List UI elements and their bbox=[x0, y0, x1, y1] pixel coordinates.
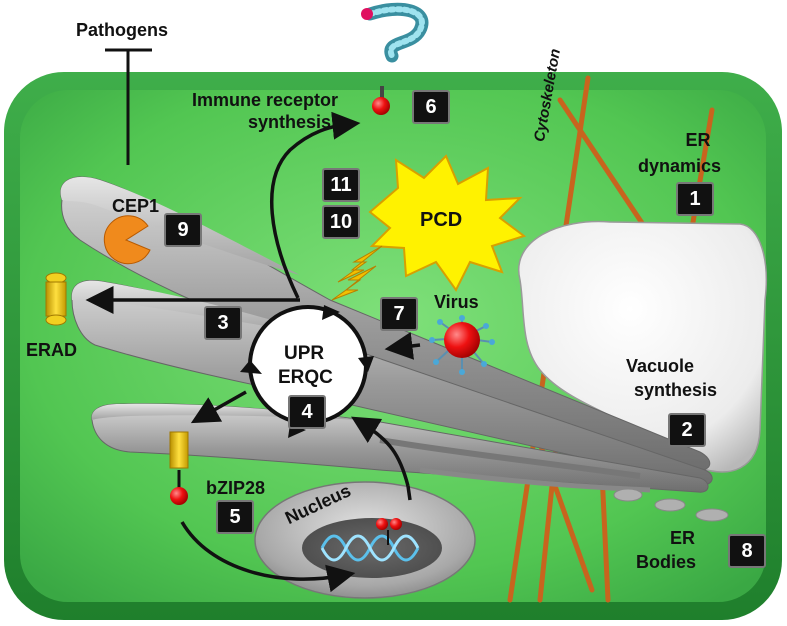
label-upr: UPR bbox=[284, 343, 325, 364]
immune-receptor-icon bbox=[372, 86, 390, 115]
label-vacuole-synthesis: synthesis bbox=[634, 380, 718, 400]
badge-5: 5 bbox=[216, 500, 254, 534]
label-immune-synthesis: synthesis bbox=[248, 112, 332, 132]
badge-3: 3 bbox=[204, 306, 242, 340]
flow-arrows bbox=[85, 111, 421, 593]
label-pcd: PCD bbox=[420, 209, 463, 231]
label-erqc: ERQC bbox=[278, 367, 333, 388]
erad-channel-icon bbox=[45, 272, 67, 326]
label-pathogens: Pathogens bbox=[76, 20, 169, 40]
badge-9: 9 bbox=[164, 213, 202, 247]
nuclear-bzip28-icon bbox=[376, 518, 402, 545]
bzip28-channel-icon bbox=[169, 431, 189, 469]
label-er-bodies-1: ER bbox=[670, 528, 696, 548]
worm-pathogen-icon bbox=[363, 2, 429, 63]
label-virus: Virus bbox=[434, 292, 479, 312]
badge-11: 11 bbox=[322, 168, 360, 202]
pathogen-inhibition-line bbox=[105, 48, 152, 165]
label-cep1: CEP1 bbox=[112, 196, 160, 216]
label-immune-receptor: Immune receptor bbox=[192, 90, 339, 110]
label-vacuole: Vacuole bbox=[626, 356, 695, 376]
label-er-dynamics-1: ER bbox=[685, 130, 711, 150]
label-er-dynamics-2: dynamics bbox=[638, 156, 722, 176]
badge-6: 6 bbox=[412, 90, 450, 124]
dna-helix-icon bbox=[320, 534, 420, 562]
label-erad: ERAD bbox=[26, 340, 78, 360]
badge-7: 7 bbox=[380, 297, 418, 331]
badge-1: 1 bbox=[676, 182, 714, 216]
bzip28-receptor-icon bbox=[170, 470, 188, 505]
pathogen-head-icon bbox=[361, 8, 373, 20]
badge-4: 4 bbox=[288, 395, 326, 429]
cep1-protease-icon bbox=[103, 215, 151, 265]
label-bzip28: bZIP28 bbox=[206, 478, 266, 498]
badge-10: 10 bbox=[322, 205, 360, 239]
lightning-bolt-icon bbox=[331, 245, 383, 301]
badge-2: 2 bbox=[668, 413, 706, 447]
pcd-starburst bbox=[368, 154, 527, 292]
virus-particle-icon bbox=[429, 315, 495, 375]
label-er-bodies-2: Bodies bbox=[636, 552, 697, 572]
badge-8: 8 bbox=[728, 534, 766, 568]
er-bodies bbox=[613, 488, 729, 522]
vacuole bbox=[517, 220, 767, 473]
